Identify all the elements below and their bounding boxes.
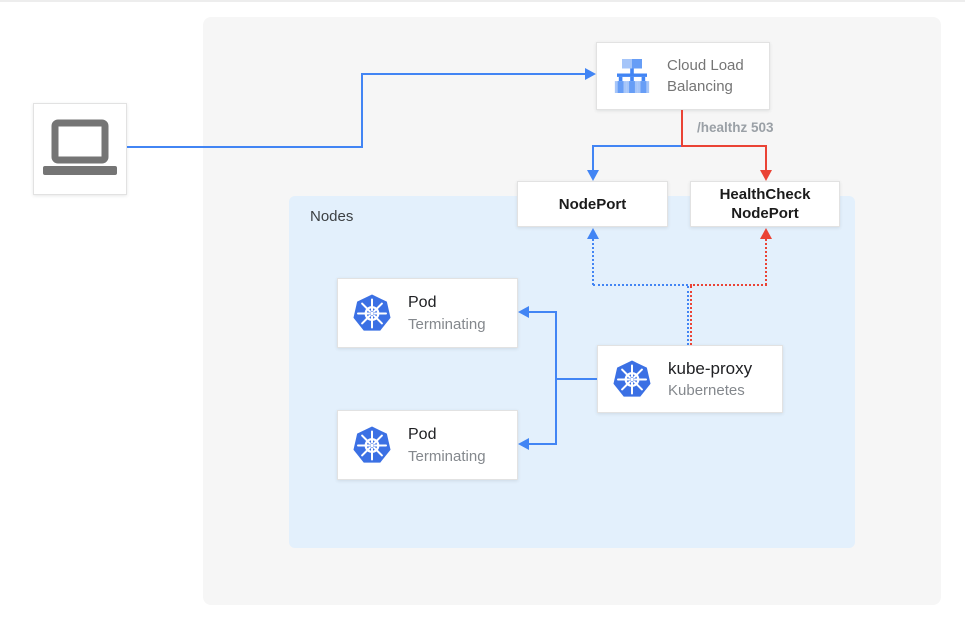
- client-box: [33, 103, 127, 195]
- kubernetes-icon: [353, 294, 391, 331]
- pod-status: Terminating: [408, 316, 486, 333]
- arrowhead-into-nodeport: [587, 170, 599, 181]
- arrowhead-into-healthcheck: [760, 170, 772, 181]
- pod-title: Pod: [408, 426, 437, 443]
- edge-split-red-h: [681, 145, 767, 147]
- kubernetes-icon: [613, 360, 651, 397]
- nodeport-box: NodePort: [517, 181, 668, 227]
- arrowhead-into-pod1: [518, 306, 529, 318]
- edge-client-to-lb-h1: [127, 146, 363, 148]
- kube-proxy-subtitle: Kubernetes: [668, 382, 745, 399]
- edge-dotted-up-healthcheck: [765, 239, 767, 285]
- edge-kubeproxy-pods-v: [555, 311, 557, 445]
- pod-box-1: Pod Terminating: [337, 278, 518, 348]
- healthz-status-label: /healthz 503: [697, 120, 774, 135]
- kube-proxy-title: kube-proxy: [668, 359, 753, 378]
- cloud-load-balancing-box: Cloud Load Balancing: [596, 42, 770, 110]
- cloud-load-balancing-icon: [614, 59, 650, 93]
- edge-client-to-lb-h2: [361, 73, 585, 75]
- top-divider: [0, 0, 965, 2]
- nodes-group-label: Nodes: [310, 208, 354, 225]
- edge-kubeproxy-out-h: [556, 378, 597, 380]
- laptop-icon: [43, 119, 117, 175]
- edge-lb-down-red: [681, 110, 683, 147]
- edge-dotted-h-red: [690, 284, 767, 286]
- arrowhead-into-pod2: [518, 438, 529, 450]
- healthcheck-nodeport-box: HealthCheck NodePort: [690, 181, 840, 227]
- edge-to-pod1-h: [529, 311, 556, 313]
- edge-split-blue-v: [592, 145, 594, 171]
- arrowhead-into-lb: [585, 68, 596, 80]
- edge-kubeproxy-dotted-v-blue: [687, 286, 689, 345]
- edge-kubeproxy-dotted-v-red: [690, 286, 692, 345]
- edge-dotted-up-nodeport: [592, 239, 594, 285]
- pod-title: Pod: [408, 294, 437, 311]
- arrowhead-up-nodeport: [587, 228, 599, 239]
- kubernetes-icon: [353, 426, 391, 463]
- arrowhead-up-healthcheck: [760, 228, 772, 239]
- kube-proxy-box: kube-proxy Kubernetes: [597, 345, 783, 413]
- nodeport-label: NodePort: [558, 195, 627, 213]
- pod-status: Terminating: [408, 448, 486, 465]
- pod-box-2: Pod Terminating: [337, 410, 518, 480]
- edge-to-pod2-h: [529, 443, 556, 445]
- cloud-load-balancing-label: Cloud Load Balancing: [667, 57, 744, 95]
- edge-dotted-h-blue: [593, 284, 688, 286]
- edge-split-red-v: [765, 145, 767, 171]
- edge-client-to-lb-v: [361, 73, 363, 148]
- edge-split-blue-h: [592, 145, 683, 147]
- healthcheck-nodeport-label: HealthCheck NodePort: [719, 186, 811, 222]
